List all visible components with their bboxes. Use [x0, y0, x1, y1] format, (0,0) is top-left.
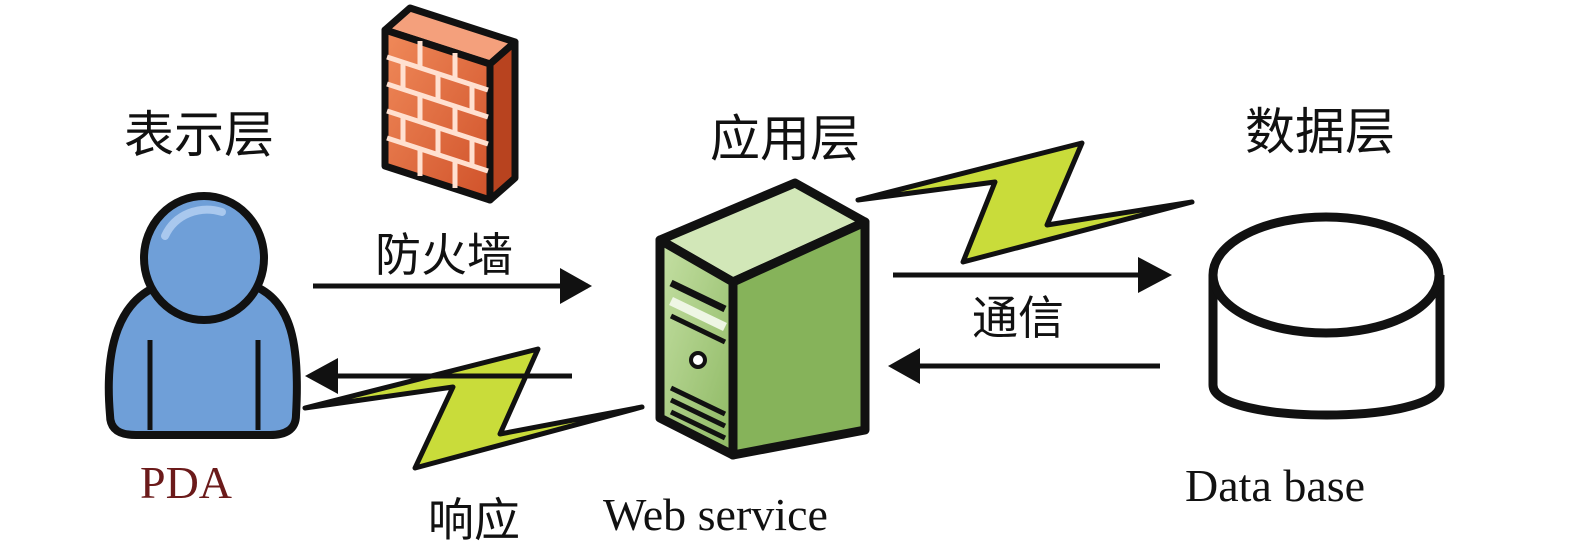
web-service-label: Web service — [603, 489, 828, 540]
database-cylinder-icon — [1208, 212, 1445, 420]
lightning-bolt-icon — [855, 140, 1195, 265]
data-layer-label: 数据层 — [1245, 103, 1395, 161]
application-layer-label: 应用层 — [710, 110, 860, 168]
communication-label: 通信 — [972, 291, 1064, 345]
server-tower-icon — [655, 178, 870, 460]
firewall-label: 防火墙 — [375, 228, 513, 282]
lightning-bolt-icon — [302, 346, 645, 471]
person-icon — [104, 192, 301, 439]
database-label: Data base — [1185, 460, 1366, 511]
response-label: 响应 — [428, 493, 520, 547]
brick-wall-icon — [381, 4, 519, 204]
pda-label: PDA — [140, 457, 233, 508]
presentation-layer-label: 表示层 — [124, 106, 274, 164]
